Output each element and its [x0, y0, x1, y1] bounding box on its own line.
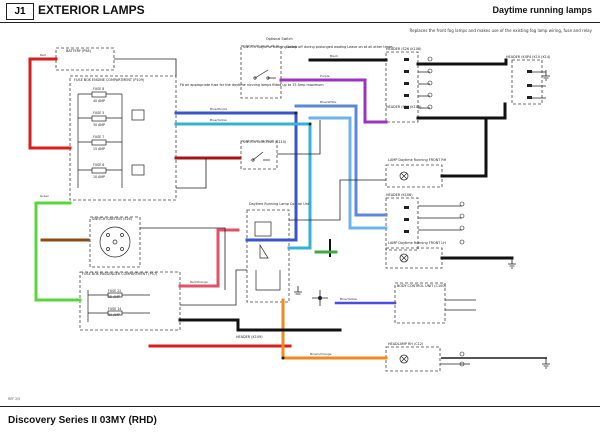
connector-pins: [404, 58, 532, 233]
amp-label-d: 10 AMP: [93, 175, 105, 179]
section-badge: J1: [6, 3, 34, 20]
fuse-label-f: FUSE 14: [108, 307, 121, 311]
lamp-rh-label: LAMP Daytime Running FRONT RH: [388, 158, 447, 162]
wire-label-9: Blue/Yellow: [340, 297, 357, 301]
optional-switch-label: Optional Switch: [266, 37, 293, 41]
wire-label-1: Red: [40, 53, 46, 57]
battery-label: BATTERY (P58): [66, 49, 92, 53]
header-bar: J1 EXTERIOR LAMPS Daytime running lamps: [0, 0, 600, 23]
control-unit-internals: [254, 221, 281, 291]
engine-fuse-symbols: [77, 91, 145, 188]
header-far-right-label: HEADER (K4P4 (K10 (K14): [506, 55, 551, 59]
body-control-unit-box: [394, 282, 446, 324]
header-far-right-box: [511, 59, 543, 105]
header-right-box-a: [385, 51, 419, 123]
header-right-c-label: HEADER (K106): [386, 193, 413, 197]
lamp-symbols: [399, 171, 409, 364]
drl-switch-box: [240, 45, 282, 99]
fuse-label-d: FUSE 6: [93, 163, 104, 167]
header-right-a-label: HEADER (S26 (K108): [386, 47, 422, 51]
ignition-switch-symbol: [99, 226, 131, 258]
wire-black-lamp-rh: [440, 116, 488, 178]
passenger-fuse-symbols: [87, 290, 150, 322]
headlamp-box: [385, 346, 441, 372]
amp-label-a: 40 AMP: [93, 99, 105, 103]
fuse-note: Fit an appropriate fuse for the daytime …: [180, 83, 324, 87]
fuse-box-engine-label: FUSE BOX ENGINE COMPARTMENT (P109): [74, 78, 145, 82]
wire-label-2: Blue/Purple: [210, 107, 227, 111]
switch-symbols: [251, 69, 276, 162]
fuse-label-e: FUSE 22: [108, 289, 121, 293]
page-subtitle: Daytime running lamps: [492, 5, 592, 15]
wire-label-3: Blue/Yellow: [210, 118, 227, 122]
wire-label-6: Black: [330, 54, 338, 58]
fuse-label-c: FUSE 7: [93, 135, 104, 139]
fuse-label-a: FUSE 8: [93, 87, 104, 91]
amp-label-c: 15 AMP: [93, 147, 105, 151]
wire-label-4: Blue/White: [320, 100, 337, 104]
wire-label-8: Brown/Orange: [310, 352, 332, 356]
ground-symbols: [294, 70, 550, 369]
ignition-switch-box: [89, 216, 141, 268]
lighting-switch-label: SWITCH LIGHTING (C110): [243, 140, 287, 144]
lighting-switch-box: [240, 140, 278, 170]
wire-black-passenger: [178, 318, 342, 332]
header-bottom-label: HEADER (K109): [236, 335, 263, 339]
wire-purple: [279, 78, 388, 124]
wire-green-ignition: [34, 201, 82, 302]
lamp-lh-label: LAMP Daytime Running FRONT LH: [388, 241, 446, 245]
body-control-unit-label: BODY CONTROL UNIT (C100): [397, 284, 446, 288]
headlamp-rh-label: HEADLAMP RH (C12): [388, 342, 424, 346]
lamp-rh-box: [385, 164, 443, 188]
switch-note: Switch off during prolonged wading Leave…: [286, 45, 393, 49]
amp-label-b: 30 AMP: [93, 123, 105, 127]
page-title: EXTERIOR LAMPS: [38, 3, 145, 17]
wire-blue: [174, 111, 298, 242]
thin-wiring: [114, 58, 546, 365]
lamp-lh-box: [385, 247, 443, 269]
header-right-box-b: [385, 197, 419, 251]
wire-black-header: [416, 58, 508, 66]
ignition-switch-label: SWITCH IGNITION (S16): [92, 217, 133, 221]
drl-switch-label: SWITCH Daytime Running Lamp: [243, 45, 297, 49]
wire-label-5: Red/Orange: [190, 280, 208, 284]
wire-cyan: [174, 122, 312, 250]
drl-control-unit-box: [246, 209, 290, 303]
wire-pink: [178, 228, 240, 288]
diagram-ref: REF 2/5: [8, 397, 20, 401]
fuse-box-engine: [69, 75, 177, 201]
wire-red-battery: [28, 57, 72, 150]
wire-lightblue-long: [308, 116, 388, 230]
connector-rings: [427, 56, 465, 367]
splice-dots: [281, 111, 322, 360]
footer-bar: Discovery Series II 03MY (RHD): [0, 406, 600, 435]
fuse-box-passenger: [79, 271, 181, 331]
fuse-box-passenger-label: FUSE BOX PASSENGER COMPARTMENT (P57): [82, 272, 158, 276]
fuse-label-b: FUSE 5: [93, 111, 104, 115]
header-note: Replaces the front fog lamps and makes u…: [410, 28, 593, 33]
wire-label-10: Purple: [320, 74, 330, 78]
drl-control-unit-label: Daytime Running Lamp Control Unit: [249, 202, 311, 206]
wire-label-7: Green: [40, 194, 49, 198]
footer-caption: Discovery Series II 03MY (RHD): [8, 415, 157, 426]
wire-black-right: [416, 102, 507, 120]
wire-blue-long: [294, 104, 388, 217]
